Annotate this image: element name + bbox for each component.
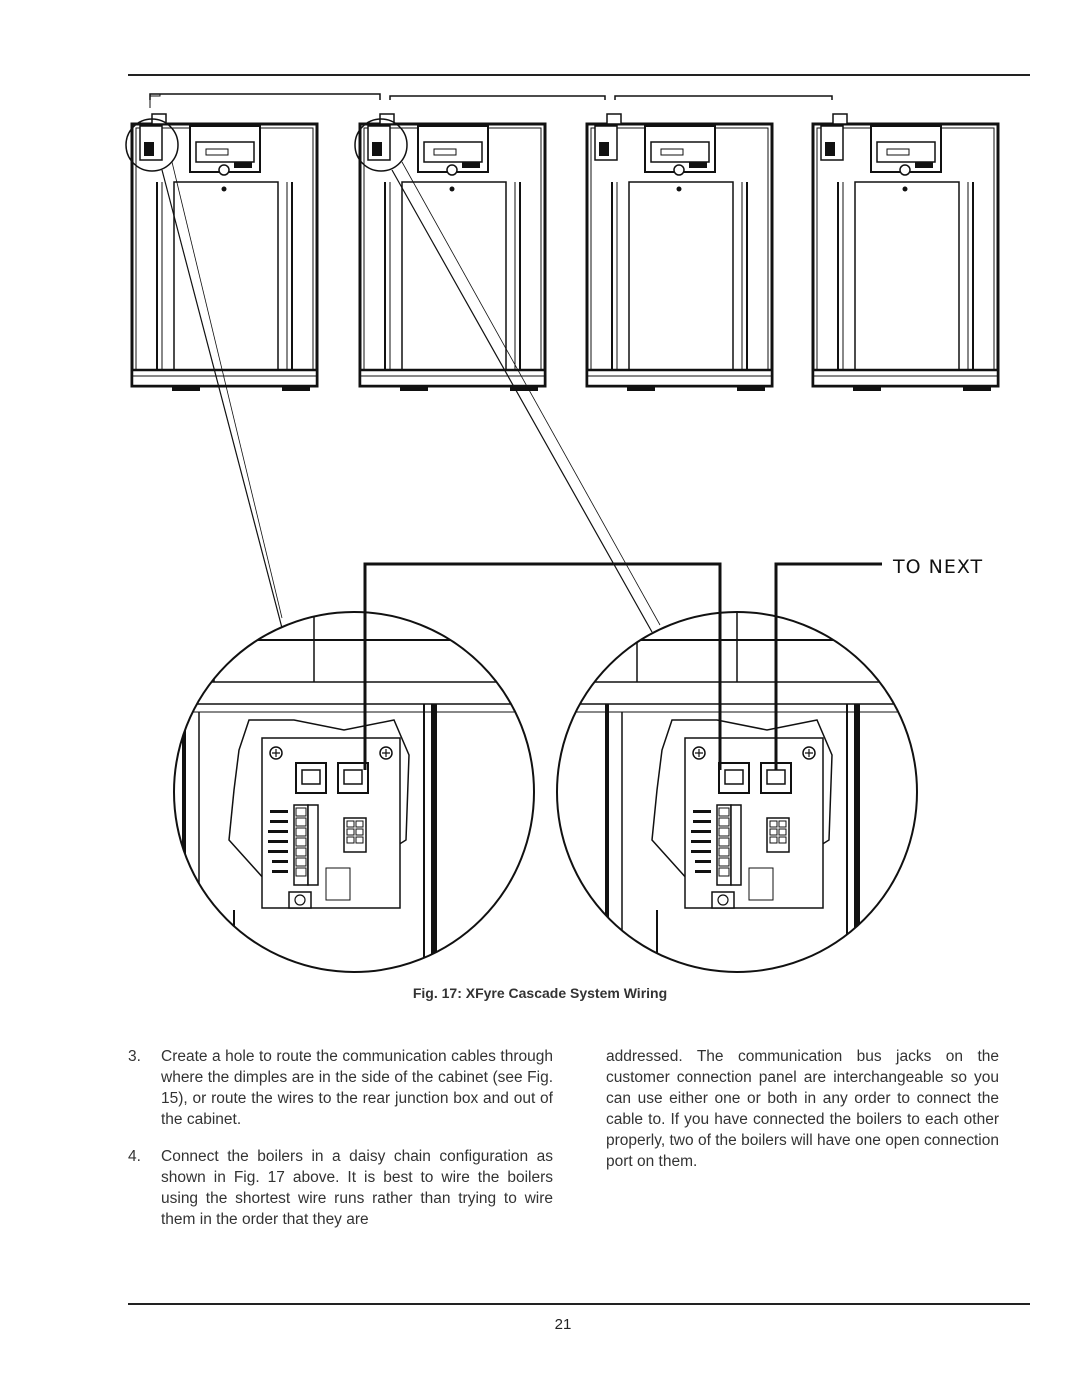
to-next-cable (774, 562, 882, 770)
list-item-text: Connect the boilers in a daisy chain con… (161, 1148, 553, 1228)
cascade-wiring-figure: TO NEXT (125, 93, 1000, 973)
callout-circle-2 (354, 118, 408, 172)
to-next-label: TO NEXT (892, 556, 983, 578)
callout-circle-1 (125, 118, 179, 172)
list-item-text: Create a hole to route the communication… (161, 1048, 553, 1128)
detail-view-right (556, 611, 918, 973)
header-rule (128, 74, 1030, 76)
list-item-number: 3. (128, 1048, 141, 1065)
list-item-number: 4. (128, 1148, 141, 1165)
detail-view-left (173, 611, 535, 973)
list-item: 4. Connect the boilers in a daisy chain … (128, 1146, 553, 1230)
body-right-column: addressed. The communication bus jacks o… (606, 1048, 999, 1170)
figure-caption: Fig. 17: XFyre Cascade System Wiring (412, 985, 668, 1001)
footer-rule (128, 1303, 1030, 1305)
boiler-3 (585, 112, 774, 393)
communication-cable (363, 562, 722, 770)
list-item: 3. Create a hole to route the communicat… (128, 1046, 553, 1130)
body-left-column: 3. Create a hole to route the communicat… (128, 1046, 553, 1246)
boiler-1 (130, 112, 319, 393)
boiler-4 (811, 112, 1000, 393)
page-number: 21 (554, 1316, 572, 1333)
